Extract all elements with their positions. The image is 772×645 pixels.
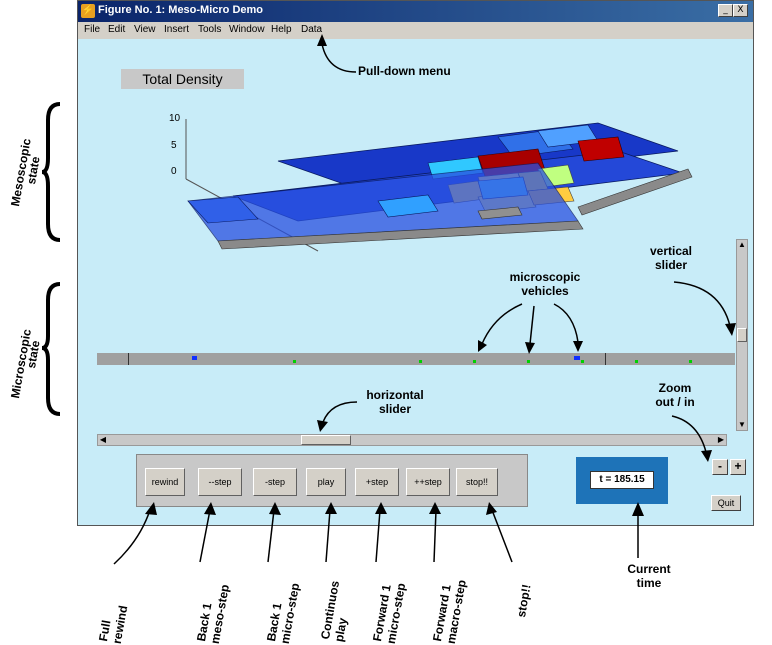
vehicle-marker — [581, 360, 584, 363]
control-arrows — [113, 502, 513, 565]
rewind-button[interactable]: rewind — [145, 468, 185, 496]
annotation-line: microscopic — [509, 270, 581, 284]
microscopic-brace — [41, 282, 61, 416]
menu-insert[interactable]: Insert — [164, 24, 190, 35]
macro-step-forward-button[interactable]: ++step — [406, 468, 450, 496]
menu-help[interactable]: Help — [271, 24, 292, 35]
menu-data[interactable]: Data — [301, 24, 323, 35]
current-time-display: t = 185.15 — [590, 471, 654, 489]
label-full-rewind: Full rewind — [96, 602, 130, 645]
vertical-slider-annotation: vertical slider — [641, 244, 701, 272]
micro-step-back-button[interactable]: -step — [253, 468, 297, 496]
close-button[interactable]: X — [733, 4, 748, 17]
menu-edit[interactable]: Edit — [108, 24, 126, 35]
label-forward-macro-step: Forward 1 macro-step — [430, 576, 469, 645]
time-panel: t = 185.15 — [576, 457, 668, 504]
current-time-annotation: Current time — [614, 562, 684, 590]
current-time-arrow — [632, 502, 644, 558]
play-button[interactable]: play — [306, 468, 346, 496]
menu-window[interactable]: Window — [229, 24, 265, 35]
horizontal-slider-annotation: horizontal slider — [355, 388, 435, 416]
annotation-line: vertical — [649, 244, 693, 258]
road-divider — [605, 353, 606, 365]
plot-title: Total Density — [121, 69, 244, 89]
label-stop: stop!! — [514, 583, 534, 618]
vertical-slider-arrow — [673, 281, 736, 336]
annotation-line: slider — [378, 402, 411, 416]
menu-bar: File Edit View Insert Tools Window Help … — [78, 22, 753, 39]
zoom-arrow — [671, 415, 712, 462]
meso-step-back-button[interactable]: --step — [198, 468, 242, 496]
playback-control-panel: rewind --step -step play +step ++step st… — [136, 454, 528, 507]
road-divider — [128, 353, 129, 365]
pulldown-menu-annotation: Pull-down menu — [358, 64, 451, 78]
label-continuous-play: Continuos play — [318, 580, 356, 643]
annotation-line: time — [636, 576, 662, 590]
vehicle-marker — [293, 360, 296, 363]
vertical-slider[interactable]: ▲ ▼ — [736, 239, 748, 431]
annotation-line: slider — [654, 258, 687, 272]
stop-button[interactable]: stop!! — [456, 468, 498, 496]
vertical-slider-thumb[interactable] — [737, 328, 747, 342]
title-bar: ⚡ Figure No. 1: Meso-Micro Demo _ □ — [78, 1, 753, 22]
annotation-line: horizontal — [366, 388, 424, 402]
zoom-in-button[interactable]: + — [730, 459, 746, 475]
zoom-annotation: Zoom out / in — [645, 381, 705, 409]
vehicles-arrows — [478, 303, 583, 354]
microscopic-vehicles-annotation: microscopic vehicles — [500, 270, 590, 298]
matlab-icon: ⚡ — [81, 4, 95, 18]
z-tick-5: 5 — [171, 140, 177, 151]
label-back-micro-step: Back 1 micro-step — [264, 580, 302, 645]
minimize-button[interactable]: _ — [718, 4, 733, 17]
vehicle-marker — [689, 360, 692, 363]
annotation-line: stop!! — [514, 583, 534, 619]
window-title: Figure No. 1: Meso-Micro Demo — [98, 4, 264, 16]
annotation-line: out / in — [655, 395, 695, 409]
z-tick-10: 10 — [169, 113, 181, 124]
microscopic-road — [97, 353, 735, 365]
vehicle-marker — [635, 360, 638, 363]
menu-view[interactable]: View — [134, 24, 156, 35]
menu-file[interactable]: File — [84, 24, 101, 35]
label-back-meso-step: Back 1 meso-step — [194, 581, 232, 645]
vehicle-marker — [527, 360, 530, 363]
figure-window: ⚡ Figure No. 1: Meso-Micro Demo _ □ X Fi… — [77, 0, 754, 526]
density-surface-plot — [185, 119, 693, 252]
z-tick-0: 0 — [171, 166, 177, 177]
horizontal-slider-arrow — [317, 401, 358, 432]
mesoscopic-brace — [41, 102, 61, 242]
menu-tools[interactable]: Tools — [198, 24, 222, 35]
vehicle-marker — [473, 360, 476, 363]
annotation-line: Zoom — [658, 381, 692, 395]
vehicle-marker — [192, 356, 197, 360]
scroll-left-icon[interactable]: ◀ — [99, 435, 107, 444]
horizontal-slider[interactable]: ◀ ▶ — [97, 434, 727, 446]
horizontal-slider-thumb[interactable] — [301, 435, 351, 445]
annotation-line: vehicles — [521, 284, 569, 298]
annotation-line: Current — [627, 562, 671, 576]
scroll-up-icon[interactable]: ▲ — [738, 240, 746, 249]
scroll-down-icon[interactable]: ▼ — [738, 420, 746, 429]
quit-button[interactable]: Quit — [711, 495, 741, 511]
vehicle-marker — [574, 356, 580, 360]
vehicle-marker — [419, 360, 422, 363]
zoom-out-button[interactable]: - — [712, 459, 728, 475]
label-forward-micro-step: Forward 1 micro-step — [370, 580, 408, 645]
pulldown-arrow — [317, 34, 357, 73]
micro-step-forward-button[interactable]: +step — [355, 468, 399, 496]
scroll-right-icon[interactable]: ▶ — [717, 435, 725, 444]
